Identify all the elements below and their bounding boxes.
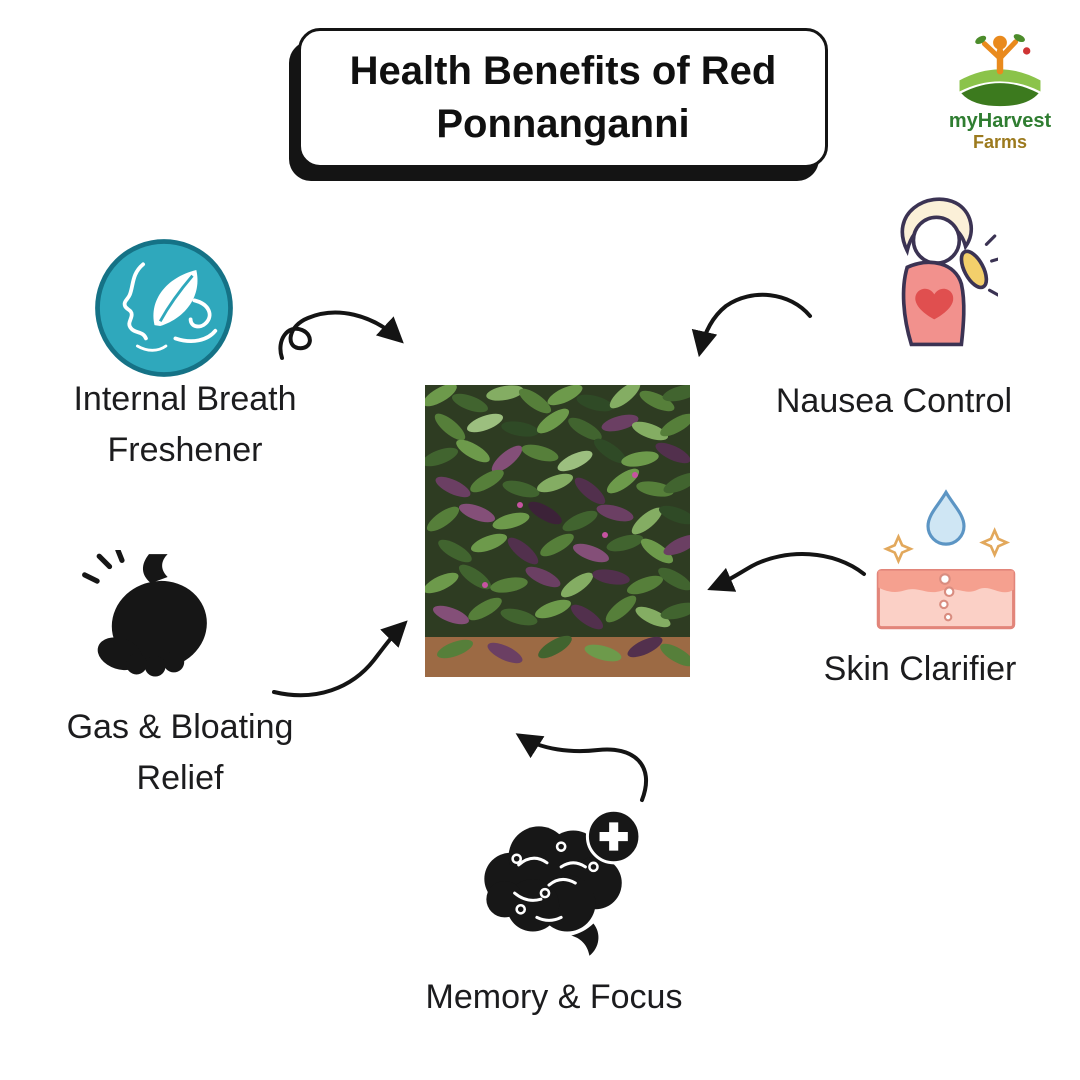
benefit-label-gas-bloating-relief: Gas & Bloating Relief: [66, 708, 294, 797]
arrow-brain-to-plant: [515, 733, 649, 802]
brand-logo: myHarvest Farms: [930, 16, 1070, 153]
page-title-line2: Ponnanganni: [436, 102, 690, 146]
breath-freshener-icon: [95, 239, 233, 377]
brand-subname: Farms: [972, 132, 1028, 152]
brain-plus-icon: [484, 808, 642, 956]
benefit-label-nausea-control: Nausea Control: [775, 382, 1013, 420]
benefit-label-skin-clarifier: Skin Clarifier: [823, 650, 1017, 688]
title-box: Health Benefits of Red Ponnanganni: [298, 28, 828, 168]
benefit-label-internal-breath-freshener: Internal Breath Freshener: [73, 380, 297, 469]
farm-logo-icon: [954, 16, 1046, 108]
arrow-nausea-to-plant: [691, 292, 812, 358]
skin-clarifier-icon: [876, 489, 1016, 630]
benefit-label-memory-focus: Memory & Focus: [425, 978, 683, 1016]
red-ponnanganni-photo: [425, 385, 690, 677]
plant-photo: [425, 385, 690, 677]
nausea-control-icon: [900, 197, 998, 347]
page-title-line1: Health Benefits of Red: [349, 49, 777, 94]
arrow-breath-to-plant: [278, 310, 404, 360]
arrow-stomach-to-plant: [272, 620, 408, 698]
brand-name: myHarvest: [948, 110, 1052, 132]
stomach-icon: [82, 550, 207, 677]
arrow-skin-to-plant: [707, 552, 866, 592]
